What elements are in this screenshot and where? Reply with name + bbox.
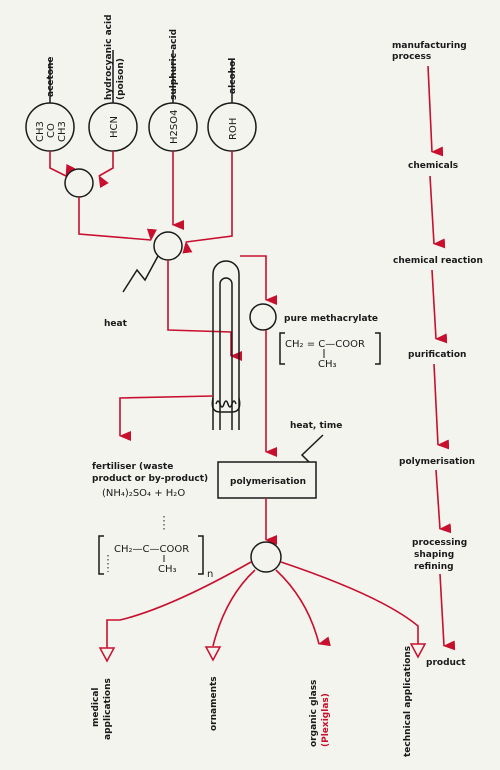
purification-column [119, 255, 277, 441]
polymerisation-box [217, 461, 317, 499]
methacrylate-node [249, 303, 277, 331]
heat-label: heat [104, 319, 128, 329]
polymer-substituent: CH₃ [158, 564, 177, 575]
reagent-label-sulphuric-acid: sulphuric acid [169, 29, 179, 100]
formula-acetone-bot: CH3 [57, 121, 68, 142]
process-steps-column: manufacturing process chemicals chemical… [392, 41, 483, 668]
pure-methacrylate-label: pure methacrylate [284, 314, 378, 324]
formula-acetone-top: CH3 [35, 121, 46, 142]
application-medical-1: medical [91, 687, 101, 727]
product-node [250, 541, 282, 573]
application-ornaments: ornaments [209, 676, 219, 731]
reagent-label-alcohol: alcohol [228, 58, 238, 94]
reagent-hcn: hydrocyanic acid (poison) HCN [88, 14, 138, 152]
application-technical: technical applications [403, 646, 413, 757]
step-shaping: shaping [414, 550, 454, 560]
reaction-flow: heat [49, 151, 242, 361]
polymerisation-stage: heat, time polymerisation [217, 421, 342, 573]
fertiliser-line2: product or by-product) [92, 474, 208, 484]
step-polymerisation: polymerisation [399, 457, 475, 467]
fertiliser-line1: fertiliser (waste [92, 462, 173, 472]
reagent-sulphuric-acid: sulphuric acid H2SO4 [148, 29, 198, 152]
step-product: product [426, 658, 466, 668]
monomer-formula: CH₂ = C—COOR [285, 339, 365, 350]
reagent-label-hcn: hydrocyanic acid [104, 14, 114, 100]
heat-time-label: heat, time [290, 421, 342, 431]
pure-methacrylate: pure methacrylate CH₂ = C—COOR CH₃ [249, 303, 381, 457]
formula-acetone-mid: CO [46, 123, 57, 138]
reagent-acetone: acetone CH3 CO CH3 [25, 56, 75, 152]
reagent-label-hcn-poison: (poison) [116, 58, 126, 100]
application-plexiglas: (Plexiglas) [321, 693, 331, 747]
reagent-alcohol: alcohol ROH [207, 58, 257, 152]
step-chemical-reaction: chemical reaction [393, 256, 483, 266]
step-manufacturing-1: manufacturing [392, 41, 467, 51]
fertiliser-formula: (NH₄)₂SO₄ + H₂O [102, 488, 185, 499]
polymerisation-box-label: polymerisation [230, 477, 306, 487]
application-medical-2: applications [103, 678, 113, 740]
formula-roh: ROH [228, 118, 239, 140]
formula-hcn: HCN [109, 116, 120, 138]
application-branches [98, 561, 427, 663]
step-purification: purification [408, 350, 466, 360]
reagent-label-acetone: acetone [46, 56, 56, 97]
formula-h2so4: H2SO4 [169, 110, 180, 144]
application-organic-glass: organic glass [309, 680, 319, 747]
step-manufacturing-2: process [392, 52, 431, 62]
polymer-repeat-n: n [207, 569, 213, 580]
step-refining: refining [414, 562, 454, 572]
step-chemicals: chemicals [408, 161, 458, 171]
reactor-node [153, 231, 183, 261]
monomer-substituent: CH₃ [318, 359, 337, 370]
step-processing: processing [412, 538, 467, 548]
polymer-backbone: CH₂—C—COOR [114, 544, 189, 555]
fertiliser-block: fertiliser (waste product or by-product)… [92, 462, 208, 499]
polymer-formula: CH₂—C—COOR CH₃ n [98, 516, 213, 580]
mixing-node [64, 168, 94, 198]
